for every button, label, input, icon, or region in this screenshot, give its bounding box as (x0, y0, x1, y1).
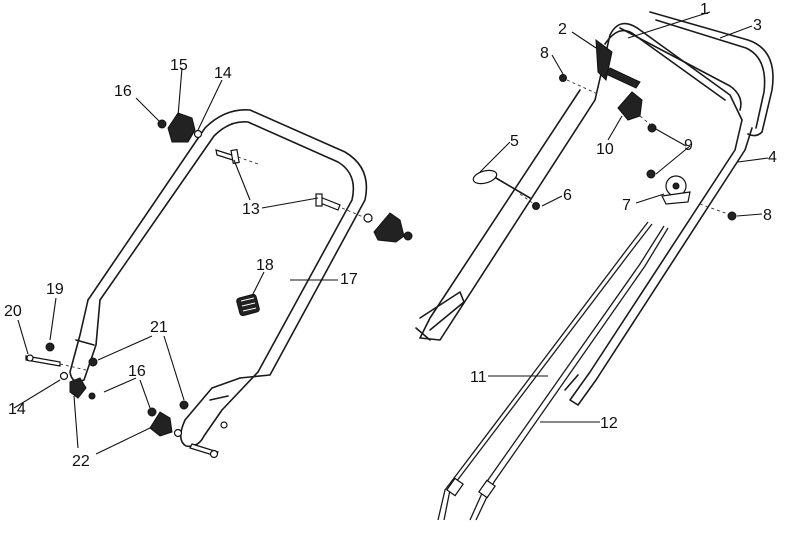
lower-handle-17 (69, 109, 368, 448)
callout-19: 19 (46, 281, 64, 298)
callout-3: 3 (753, 17, 762, 34)
leader-lines (13, 11, 769, 455)
callout-4: 4 (768, 149, 777, 166)
handle-knob-right (363, 212, 413, 243)
callout-13: 13 (242, 201, 260, 218)
callout-18: 18 (256, 257, 274, 274)
upper-handle-4 (415, 22, 753, 406)
callout-8-top: 8 (540, 45, 549, 62)
cable-12 (469, 225, 669, 521)
callout-20: 20 (4, 303, 22, 320)
callout-17: 17 (340, 271, 358, 288)
callout-22: 22 (72, 453, 90, 470)
hardware-19-20-left (25, 342, 98, 400)
callout-1: 1 (700, 1, 709, 18)
callout-14-top: 14 (214, 65, 232, 82)
nut-9b (646, 169, 656, 179)
callout-15: 15 (170, 57, 188, 74)
cable-11 (437, 221, 653, 521)
callout-21: 21 (150, 319, 168, 336)
control-bar-2 (595, 38, 641, 89)
bolt-8-top (559, 74, 601, 96)
callout-16-bottom: 16 (128, 363, 146, 380)
callout-2: 2 (558, 21, 567, 38)
nut-9a (647, 123, 657, 133)
cable-clip-18 (236, 293, 260, 317)
callout-8-right: 8 (763, 207, 772, 224)
handle-grip-3 (619, 11, 774, 137)
handle-knob-15 (157, 112, 203, 143)
callout-11: 11 (470, 369, 487, 386)
callout-6: 6 (563, 187, 572, 204)
bolt-8-right (699, 203, 737, 221)
callout-7: 7 (622, 197, 631, 214)
callout-5: 5 (510, 133, 519, 150)
callout-14-bottom: 14 (8, 401, 26, 418)
switch-box-10 (617, 91, 643, 121)
hardware-right (147, 400, 228, 459)
callout-9: 9 (684, 137, 693, 154)
callout-16-top: 16 (114, 83, 132, 100)
callout-10: 10 (596, 141, 614, 158)
cable-holder-7 (661, 175, 691, 205)
starter-lever-5 (472, 169, 540, 210)
callout-labels: 1 2 3 4 5 6 7 8 8 9 10 11 12 13 14 14 15… (4, 1, 777, 470)
bolt-13b (315, 193, 341, 211)
callout-12: 12 (600, 415, 618, 432)
bolt-13a (215, 148, 240, 165)
